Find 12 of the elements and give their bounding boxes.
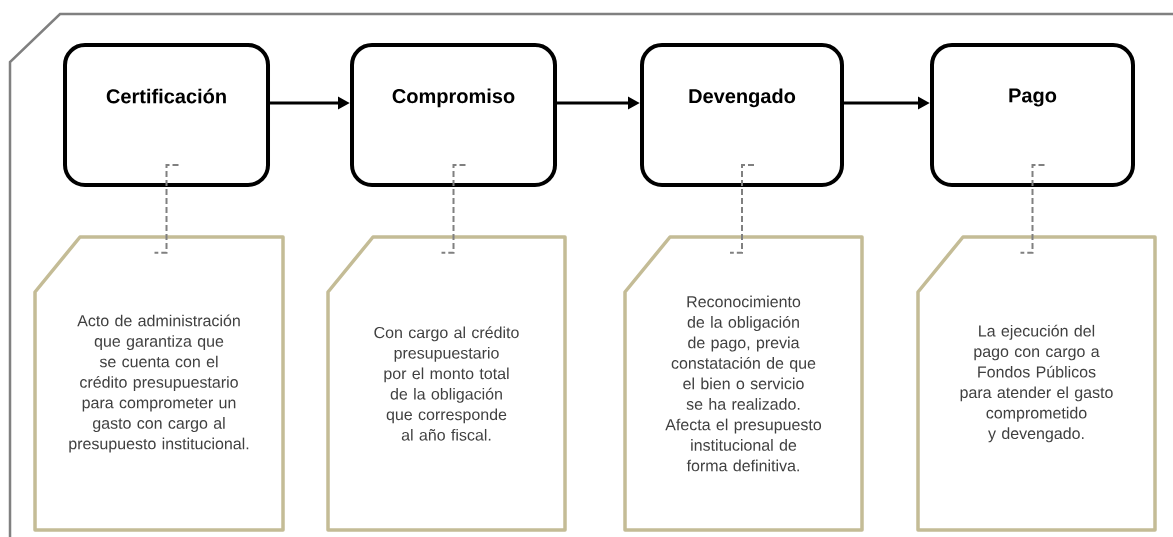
note-card: La ejecución del pago con cargo a Fondos Públicos para atender el gasto comprometido y devengado. <box>916 235 1157 532</box>
note-card: Acto de administración que garantiza que se cuenta con el crédito presupuestario para comprometer un gasto con cargo al presupuesto institucional. <box>33 235 285 532</box>
note-card: Con cargo al crédito presupuestario por el monto total de la obligación que corresponde al año fiscal. <box>326 235 567 532</box>
leader-line <box>153 164 180 254</box>
process-box: Compromiso <box>350 43 557 187</box>
leader-line <box>1019 164 1046 254</box>
process-box: Certificación <box>63 43 270 187</box>
process-box: Devengado <box>640 43 844 187</box>
note-card: Reconocimiento de la obligación de pago, previa constatación de que el bien o servicio se ha realizado. Afecta el presupuesto institucional de forma definitiva. <box>623 235 864 532</box>
leader-line <box>729 164 755 254</box>
process-box: Pago <box>930 43 1135 187</box>
leader-line <box>440 164 467 254</box>
